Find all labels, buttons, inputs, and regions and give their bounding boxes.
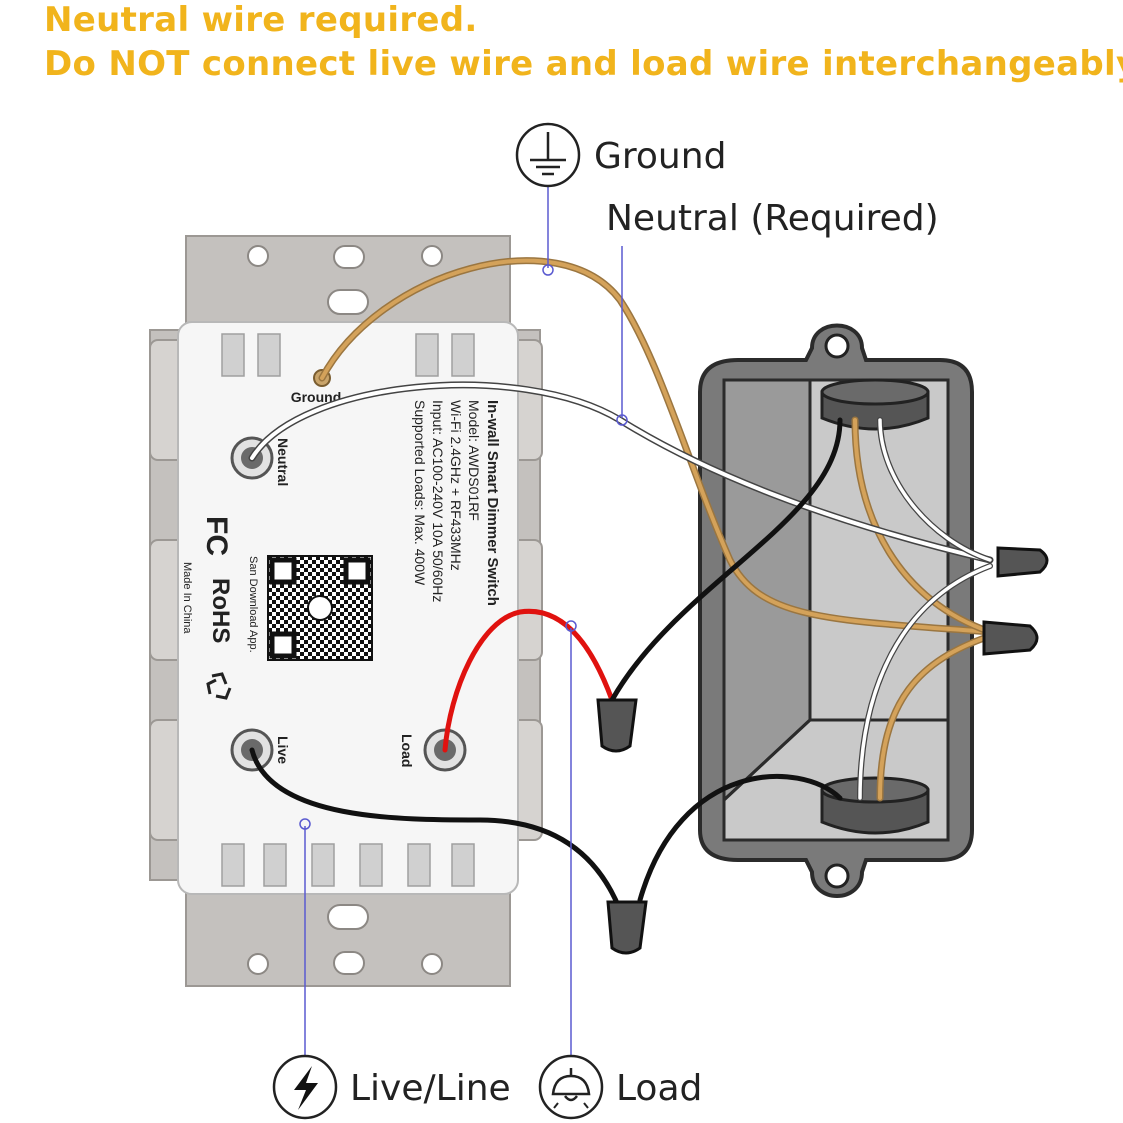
device-model: Model: AWDS01RF xyxy=(466,400,482,521)
warning-line-2: Do NOT connect live wire and load wire i… xyxy=(44,44,1123,84)
made-in-china-text: Made In China xyxy=(181,562,193,634)
qr-code-icon xyxy=(267,555,373,661)
live-callout-label: Live/Line xyxy=(350,1068,511,1109)
wire-nut-ground xyxy=(982,620,1039,656)
electrical-box xyxy=(698,323,974,898)
ground-wire xyxy=(318,257,994,802)
device-wifi: Wi-Fi 2.4GHz + RF433MHz xyxy=(448,400,464,571)
recycle-icon xyxy=(206,672,232,700)
neutral-terminal-label: Neutral xyxy=(275,438,291,486)
ground-callout-label: Ground xyxy=(594,136,726,177)
fcc-mark: FC xyxy=(200,516,233,556)
neutral-leader-dot xyxy=(616,414,628,426)
ground-terminal-label: Ground xyxy=(291,389,342,405)
ground-symbol-icon xyxy=(515,122,581,188)
warning-line-1: Neutral wire required. xyxy=(44,0,478,40)
load-callout-label: Load xyxy=(616,1068,702,1109)
neutral-callout-label: Neutral (Required) xyxy=(606,198,939,239)
smart-dimmer-switch: Ground Neutral Live Load In-wall Smart D… xyxy=(149,235,543,987)
device-spec-label: In-wall Smart Dimmer Switch Model: AWDS0… xyxy=(412,400,501,606)
live-leader-dot xyxy=(299,818,311,830)
device-input: Input: AC100-240V 10A 50/60Hz xyxy=(430,400,446,602)
device-title: In-wall Smart Dimmer Switch xyxy=(484,400,501,606)
neutral-wire xyxy=(248,381,994,801)
live-wire xyxy=(249,417,843,913)
lamp-icon xyxy=(538,1054,604,1120)
load-terminal-label: Load xyxy=(399,734,415,767)
lightning-icon xyxy=(272,1054,338,1120)
wire-nut-live xyxy=(606,900,648,955)
wire-nut-neutral xyxy=(996,546,1049,578)
wire-nut-load xyxy=(596,698,638,753)
load-leader-dot xyxy=(565,620,577,632)
rohs-mark: RoHS xyxy=(207,578,234,643)
live-terminal-label: Live xyxy=(275,736,291,764)
device-loads: Supported Loads: Max. 400W xyxy=(412,400,428,586)
load-wire xyxy=(442,608,615,753)
scan-download-text: San Download App. xyxy=(247,556,259,653)
ground-leader-dot xyxy=(542,264,554,276)
